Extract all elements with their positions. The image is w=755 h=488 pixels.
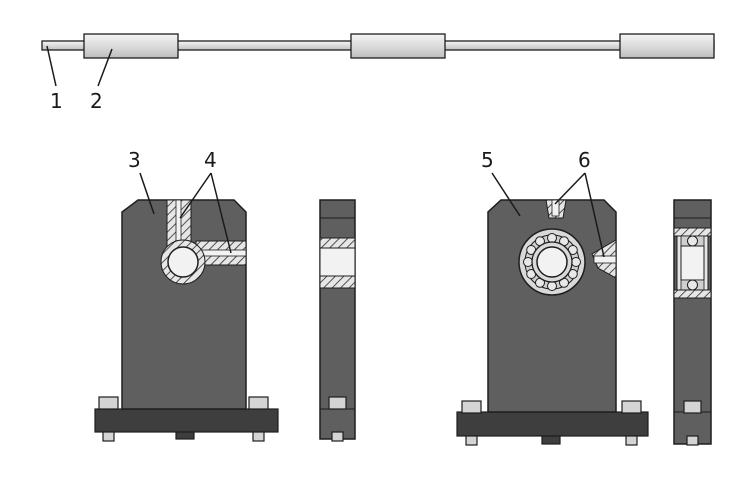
bushing-bore: [167, 246, 199, 278]
leader-4b: [210, 172, 232, 254]
side-bolt-tip-2: [686, 435, 699, 446]
bearing-ball: [547, 233, 557, 243]
grease-bore-side: [593, 255, 617, 264]
leader-5: [491, 172, 521, 217]
bolt-tip-right: [252, 431, 265, 442]
leader-1: [46, 45, 57, 87]
callout-3: 3: [128, 148, 141, 172]
grease-bore-top: [551, 199, 560, 217]
bearing-bore: [536, 246, 568, 278]
side-bolt-tip: [331, 431, 344, 442]
callout-6: 6: [578, 148, 591, 172]
bolt-tip-left: [102, 431, 115, 442]
sleeve-right: [619, 33, 715, 59]
bearing-housing-side: [673, 199, 712, 446]
bearing-ball: [547, 281, 557, 291]
bearing-ball: [523, 257, 533, 267]
leader-2: [97, 48, 113, 87]
side-ball-bottom: [687, 279, 698, 291]
bolt-tip-left-2: [465, 435, 478, 446]
sleeve-middle: [350, 33, 446, 59]
oil-bore-vertical: [175, 199, 182, 247]
side-bushing-top: [319, 237, 356, 249]
bolt-head-right: [248, 396, 269, 410]
bushing-housing-side: [319, 199, 356, 442]
base-foot: [175, 431, 195, 440]
base-foot-2: [541, 435, 561, 445]
bolt-head-left: [98, 396, 119, 410]
bearing-housing-front: 5 6: [456, 148, 649, 446]
side-bolt-head: [328, 396, 347, 410]
leader-3: [139, 172, 155, 215]
base-plate-2: [456, 411, 649, 437]
bolt-head-right-2: [621, 400, 642, 414]
side-bearing-outer-bottom: [673, 289, 712, 299]
bearing-balls: [523, 233, 581, 291]
side-bearing-outer-top: [673, 227, 712, 237]
side-ball-top: [687, 235, 698, 247]
shaft-assembly: 1 2: [41, 33, 715, 113]
bolt-head-left-2: [461, 400, 482, 414]
bushing-housing-front: 3 4: [94, 148, 279, 442]
leader-4a: [179, 172, 212, 219]
callout-5: 5: [481, 148, 494, 172]
side-bushing-bottom: [319, 275, 356, 289]
bolt-tip-right-2: [625, 435, 638, 446]
callout-2: 2: [90, 89, 103, 113]
callout-1: 1: [50, 89, 63, 113]
bearing-ball: [571, 257, 581, 267]
side-bolt-head-2: [683, 400, 702, 414]
sleeve-left: [83, 33, 179, 59]
base-plate: [94, 408, 279, 433]
leader-6b: [584, 172, 605, 258]
leader-6a: [554, 172, 586, 205]
callout-4: 4: [204, 148, 217, 172]
side-bore: [319, 247, 356, 277]
side-bearing-bore: [680, 245, 705, 281]
